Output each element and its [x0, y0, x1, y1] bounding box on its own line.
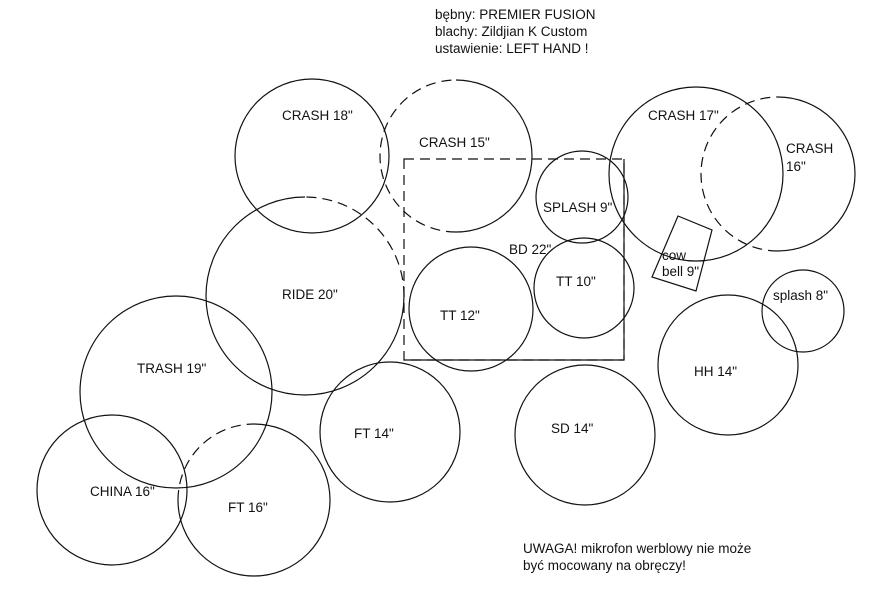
- label-tt-12: TT 12": [440, 308, 480, 323]
- splash-8-shape: [761, 269, 845, 353]
- label-splash-8: splash 8": [773, 288, 828, 303]
- label-tt-10: TT 10": [556, 274, 596, 289]
- label-sd-14: SD 14": [551, 421, 594, 436]
- crash-15-shape-dashed: [379, 79, 457, 233]
- crash-15-shape-solid: [455, 79, 533, 233]
- label-splash-9: SPLASH 9": [543, 200, 613, 215]
- header-drums: bębny: PREMIER FUSION: [435, 7, 596, 22]
- label-trash-19: TRASH 19": [137, 361, 207, 376]
- label-china-16: CHINA 16": [90, 484, 155, 499]
- label-cowbell-line2: bell 9": [662, 264, 699, 279]
- label-crash-17: CRASH 17": [648, 108, 719, 123]
- label-ride-20: RIDE 20": [282, 287, 338, 302]
- cowbell-shape: [651, 215, 713, 292]
- splash-9-shape: [535, 150, 629, 244]
- label-ft-16: FT 16": [228, 500, 268, 515]
- crash-16-shape-dashed: [700, 96, 779, 252]
- ft-16-shape-solid: [177, 423, 331, 577]
- header-cymbals: blachy: Zildjian K Custom: [435, 24, 588, 39]
- trash-19-shape: [79, 295, 273, 489]
- crash-16-shape-solid: [777, 96, 856, 252]
- warning-note-line1: UWAGA! mikrofon werblowy nie może: [523, 541, 752, 556]
- ft-14-shape: [319, 361, 461, 503]
- china-16-shape: [36, 414, 188, 566]
- label-hh-14: HH 14": [694, 364, 737, 379]
- bass-drum-outline: [403, 158, 625, 361]
- header-setup: ustawienie: LEFT HAND !: [435, 41, 589, 56]
- hh-14-shape: [657, 294, 799, 436]
- tt-12-shape: [408, 246, 534, 372]
- tt-10-shape: [533, 237, 635, 339]
- ft-16-shape-dashed: [177, 423, 255, 501]
- warning-note-line2: być mocowany na obręczy!: [523, 558, 686, 573]
- sd-14-shape: [514, 364, 656, 506]
- label-ft-14: FT 14": [354, 426, 394, 441]
- label-bd-22: BD 22": [509, 242, 552, 257]
- crash-18-shape: [234, 78, 390, 234]
- ride-20-shape-dashed: [304, 196, 405, 297]
- label-crash-16-line1: CRASH: [786, 141, 833, 156]
- label-crash-15: CRASH 15": [419, 135, 490, 150]
- ride-20-shape-solid: [205, 196, 405, 396]
- label-cowbell-line1: cow: [662, 248, 686, 263]
- crash-17-shape: [608, 86, 784, 262]
- label-crash-18: CRASH 18": [282, 108, 353, 123]
- label-crash-16-line2: 16": [786, 159, 806, 174]
